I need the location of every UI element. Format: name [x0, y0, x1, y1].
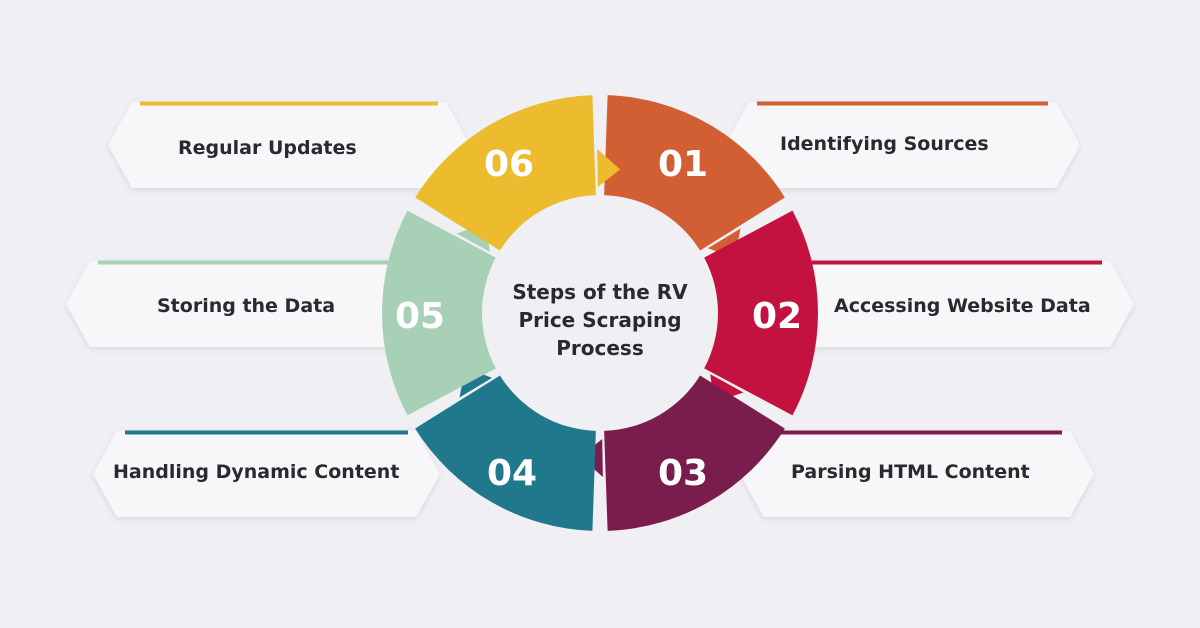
step-05-banner: [66, 260, 420, 347]
ring-segment-04: [415, 375, 596, 531]
center-title-line-3: Process: [556, 336, 644, 360]
step-01-label: Identifying Sources: [780, 133, 989, 155]
ring-segment-01: [604, 95, 785, 251]
step-06-banner: [108, 101, 470, 188]
ring-segment-03: [604, 375, 785, 531]
step-04-label: Handling Dynamic Content: [113, 461, 400, 483]
ring-segment-06: [415, 95, 596, 251]
step-02-number: 02: [752, 296, 802, 337]
ring-segment-02: [704, 210, 818, 416]
step-03-label: Parsing HTML Content: [791, 461, 1030, 483]
center-title-line-2: Price Scraping: [518, 308, 682, 332]
step-04-number: 04: [487, 453, 537, 494]
step-02-label: Accessing Website Data: [834, 295, 1091, 317]
center-title-line-1: Steps of the RV: [512, 280, 688, 304]
ring-segment-05: [382, 210, 496, 416]
step-05-label: Storing the Data: [157, 295, 336, 317]
step-03-number: 03: [658, 453, 708, 494]
step-02-banner: [780, 260, 1134, 347]
step-05-number: 05: [395, 296, 445, 337]
step-03-banner: [740, 430, 1094, 517]
step-06-number: 06: [484, 144, 534, 185]
center-title: Steps of the RV Price Scraping Process: [490, 278, 710, 362]
step-04-banner: [93, 430, 440, 517]
step-01-number: 01: [658, 144, 708, 185]
step-01-banner: [725, 101, 1080, 188]
step-06-label: Regular Updates: [178, 137, 357, 159]
ring-arrow-06: [597, 149, 621, 188]
